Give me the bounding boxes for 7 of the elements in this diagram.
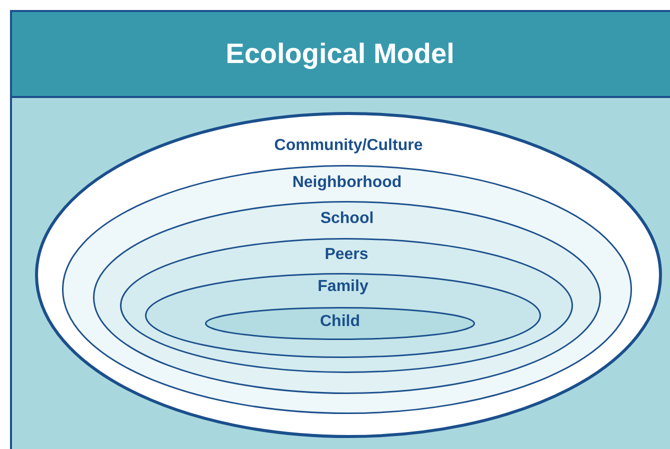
layer-label: Neighborhood — [292, 174, 402, 191]
layer-label: Community/Culture — [274, 137, 423, 154]
layer-label: Child — [320, 313, 360, 330]
layer-label: Peers — [324, 246, 368, 263]
layer-label: Family — [318, 278, 368, 295]
title: Ecological Model — [226, 38, 454, 70]
layer-label: School — [320, 210, 374, 227]
